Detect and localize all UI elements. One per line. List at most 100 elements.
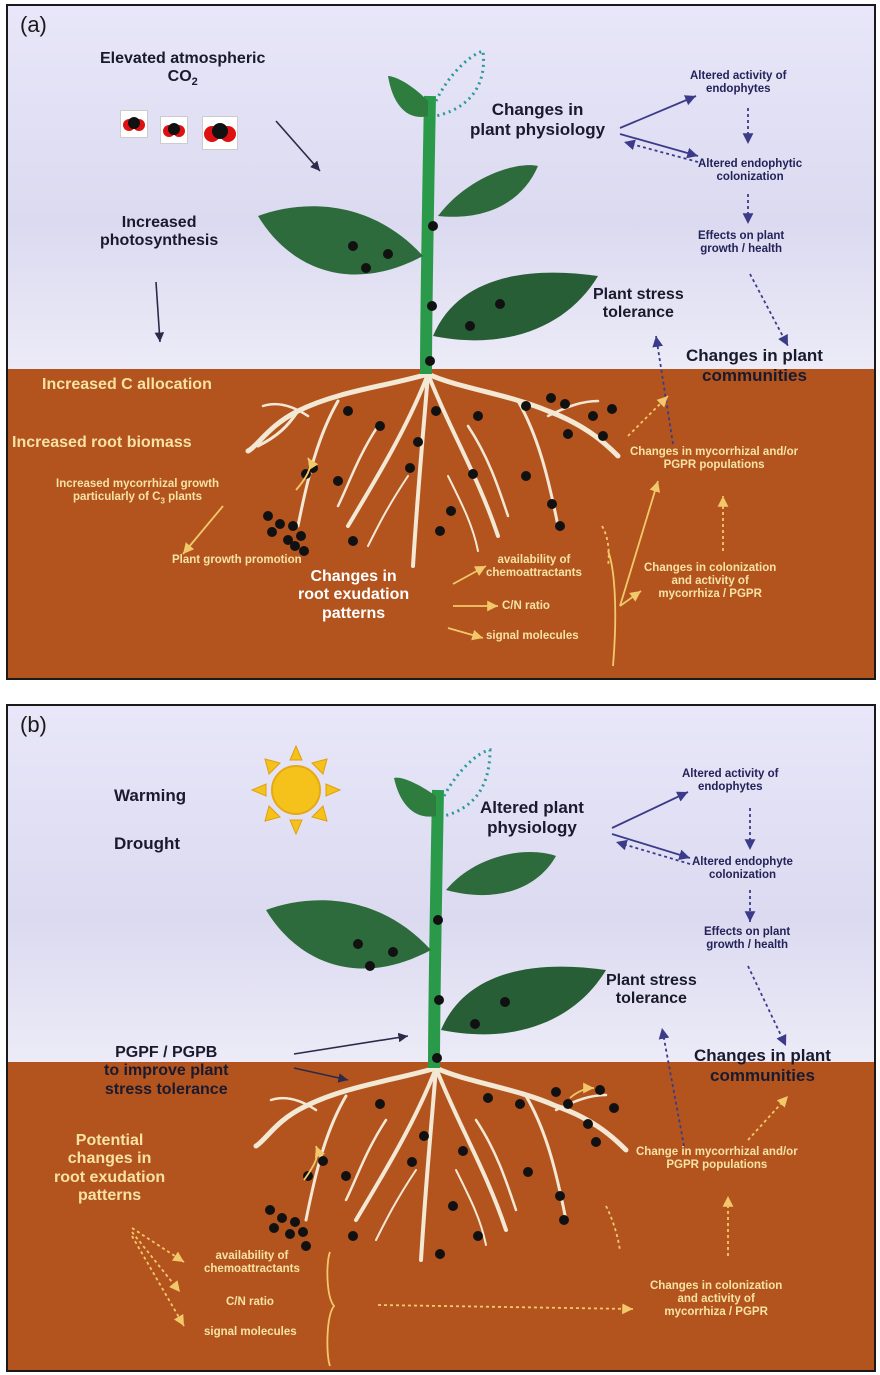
mycorrhizal-populations-label: Change in mycorrhizal and/or PGPR popula…: [636, 1146, 798, 1172]
colonization-activity-label: Changes in colonization and activity of …: [650, 1280, 782, 1320]
changes-physiology-line: plant physiology: [470, 120, 605, 140]
leaf-left: [266, 900, 431, 968]
mycorrhizal-populations-line: PGPR populations: [636, 1159, 798, 1172]
elevated-co2-label: Elevated atmospheric CO2: [100, 50, 265, 89]
altered-physiology-line: physiology: [480, 818, 584, 838]
altered-colonization-line: colonization: [698, 171, 802, 184]
leaf-left: [258, 206, 423, 274]
colonization-activity-line: Changes in colonization: [650, 1280, 782, 1293]
warming-label: Warming: [114, 786, 186, 806]
effects-growth-label: Effects on plant growth / health: [704, 926, 790, 952]
co2-molecule-icon: [202, 116, 238, 150]
potential-changes-line: patterns: [54, 1187, 165, 1205]
potential-changes-line: Potential: [54, 1132, 165, 1150]
altered-physiology-line: Altered plant: [480, 798, 584, 818]
effects-growth-line: Effects on plant: [704, 926, 790, 939]
mycorrhizal-growth-line: particularly of C3 plants: [56, 491, 219, 505]
panel-b: (b) Warming Drought Altered plant physio…: [6, 704, 876, 1372]
altered-physiology-label: Altered plant physiology: [480, 798, 584, 837]
stress-tolerance-label: Plant stress tolerance: [593, 286, 684, 323]
signal-molecules-label: signal molecules: [204, 1326, 297, 1339]
leaf-top: [388, 76, 428, 117]
root-exudation-line: Changes in: [298, 568, 409, 586]
altered-activity-line: Altered activity of: [690, 70, 787, 83]
panel-label-a: (a): [20, 12, 47, 38]
signal-molecules-label: signal molecules: [486, 630, 579, 643]
stress-tolerance-line: tolerance: [606, 990, 697, 1008]
colonization-activity-label: Changes in colonization and activity of …: [644, 562, 776, 602]
panel-a: (a) Elevated atmospheric CO2 Increased p…: [6, 4, 876, 680]
mycorrhizal-populations-label: Changes in mycorrhizal and/or PGPR popul…: [630, 446, 798, 472]
panel-label-b: (b): [20, 712, 47, 738]
changes-physiology-line: Changes in: [470, 100, 605, 120]
increased-photosynthesis-line: photosynthesis: [100, 232, 218, 250]
chemoattractants-line: chemoattractants: [486, 567, 582, 580]
co2-molecule-icon: [160, 116, 188, 144]
changes-communities-line: communities: [686, 366, 823, 386]
effects-growth-line: Effects on plant: [698, 230, 784, 243]
pgpf-pgpb-label: PGPF / PGPB to improve plant stress tole…: [104, 1044, 228, 1099]
pgpf-pgpb-line: stress tolerance: [104, 1081, 228, 1099]
mycorrhizal-populations-line: Changes in mycorrhizal and/or: [630, 446, 798, 459]
changes-communities-line: Changes in plant: [686, 346, 823, 366]
potential-changes-label: Potential changes in root exudation patt…: [54, 1132, 165, 1206]
mycorrhizal-populations-line: PGPR populations: [630, 459, 798, 472]
altered-colonization-line: colonization: [692, 869, 793, 882]
altered-colonization-label: Altered endophyte colonization: [692, 856, 793, 882]
altered-activity-line: endophytes: [682, 781, 779, 794]
root-exudation-label: Changes in root exudation patterns: [298, 568, 409, 623]
root-exudation-line: patterns: [298, 605, 409, 623]
colonization-activity-line: mycorrhiza / PGPR: [650, 1306, 782, 1319]
chemoattractants-line: availability of: [486, 554, 582, 567]
colonization-activity-line: Changes in colonization: [644, 562, 776, 575]
colonization-activity-line: and activity of: [644, 575, 776, 588]
stress-tolerance-label: Plant stress tolerance: [606, 972, 697, 1009]
leaf-right-upper: [438, 165, 538, 217]
leaf-top: [394, 778, 436, 817]
altered-activity-line: Altered activity of: [682, 768, 779, 781]
co2-subscript: 2: [192, 77, 198, 89]
co2-formula: CO2: [100, 68, 265, 89]
co2-text: CO: [168, 68, 192, 85]
drought-label: Drought: [114, 834, 180, 854]
chemoattractants-label: availability of chemoattractants: [204, 1250, 300, 1276]
changes-communities-line: communities: [694, 1066, 831, 1086]
changes-communities-label: Changes in plant communities: [694, 1046, 831, 1085]
leaf-right-lower: [433, 273, 598, 341]
mycorrhizal-populations-line: Change in mycorrhizal and/or: [636, 1146, 798, 1159]
mycorrhizal-growth-label: Increased mycorrhizal growth particularl…: [56, 478, 219, 506]
chemoattractants-label: availability of chemoattractants: [486, 554, 582, 580]
root-exudation-line: root exudation: [298, 586, 409, 604]
effects-growth-label: Effects on plant growth / health: [698, 230, 784, 256]
altered-activity-label: Altered activity of endophytes: [690, 70, 787, 96]
changes-communities-label: Changes in plant communities: [686, 346, 823, 385]
increased-c-allocation-label: Increased C allocation: [42, 376, 212, 394]
mycorrhizal-growth-text: plants: [165, 491, 202, 503]
altered-activity-label: Altered activity of endophytes: [682, 768, 779, 794]
changes-physiology-label: Changes in plant physiology: [470, 100, 605, 139]
increased-photosynthesis-label: Increased photosynthesis: [100, 214, 218, 251]
altered-colonization-line: Altered endophytic: [698, 158, 802, 171]
altered-colonization-label: Altered endophytic colonization: [698, 158, 802, 184]
mycorrhizal-growth-text: particularly of C: [73, 491, 161, 503]
stress-tolerance-line: Plant stress: [606, 972, 697, 990]
increased-root-biomass-label: Increased root biomass: [12, 434, 192, 452]
plant-growth-promotion-label: Plant growth promotion: [172, 554, 302, 567]
sun-icon: [252, 746, 340, 834]
co2-molecule-icon: [120, 110, 148, 138]
leaf-right-upper: [446, 852, 556, 895]
altered-colonization-line: Altered endophyte: [692, 856, 793, 869]
cn-ratio-label: C/N ratio: [226, 1296, 274, 1309]
stress-tolerance-line: Plant stress: [593, 286, 684, 304]
stress-tolerance-line: tolerance: [593, 304, 684, 322]
changes-communities-line: Changes in plant: [694, 1046, 831, 1066]
plant-stem: [426, 96, 430, 374]
leaf-right-lower: [441, 967, 606, 1035]
chemoattractants-line: chemoattractants: [204, 1263, 300, 1276]
altered-activity-line: endophytes: [690, 83, 787, 96]
pgpf-pgpb-line: to improve plant: [104, 1062, 228, 1080]
pgpf-pgpb-line: PGPF / PGPB: [104, 1044, 228, 1062]
effects-growth-line: growth / health: [704, 939, 790, 952]
mycorrhizal-growth-line: Increased mycorrhizal growth: [56, 478, 219, 491]
potential-changes-line: root exudation: [54, 1169, 165, 1187]
